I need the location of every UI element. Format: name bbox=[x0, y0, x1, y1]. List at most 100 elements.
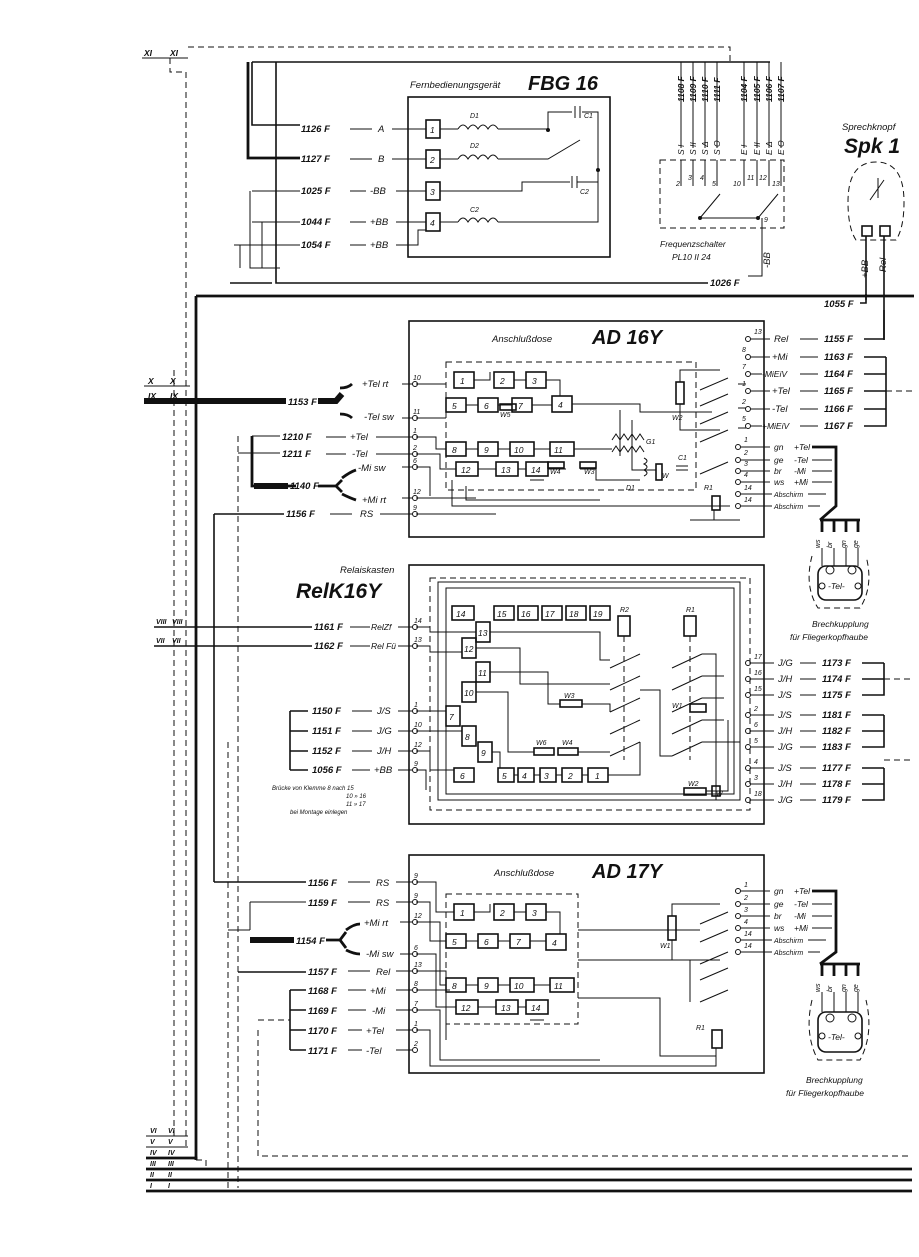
svg-text:14: 14 bbox=[456, 609, 466, 619]
ad16y-left-row: 1210 F +Tel 1 bbox=[282, 428, 418, 443]
svg-text:III: III bbox=[168, 1161, 175, 1168]
svg-text:9: 9 bbox=[413, 505, 417, 512]
svg-text:1: 1 bbox=[595, 771, 600, 781]
svg-text:3: 3 bbox=[532, 376, 537, 386]
svg-text:6: 6 bbox=[413, 458, 417, 465]
svg-text:2: 2 bbox=[413, 1041, 418, 1048]
svg-text:1150 F: 1150 F bbox=[312, 706, 341, 717]
svg-text:-Tel-: -Tel- bbox=[828, 1032, 845, 1042]
bottom-bus: VI VI V V IV IV III III II II I I bbox=[146, 1030, 912, 1193]
svg-text:18: 18 bbox=[569, 609, 579, 619]
svg-text:1171 F: 1171 F bbox=[308, 1046, 337, 1057]
svg-text:1055 F: 1055 F bbox=[824, 299, 854, 310]
svg-text:1183 F: 1183 F bbox=[822, 742, 851, 753]
svg-text:12: 12 bbox=[464, 644, 474, 654]
svg-text:2: 2 bbox=[567, 771, 573, 781]
relk16y-left-row: 1162 F Rel Fü 13 bbox=[314, 637, 422, 652]
relk16y-internals: 14 15 16 17 18 19 13 12 11 10 7 8 9 bbox=[416, 577, 751, 811]
svg-text:14: 14 bbox=[744, 943, 752, 950]
freq-switch-box bbox=[659, 159, 785, 229]
svg-text:ge: ge bbox=[853, 984, 860, 992]
svg-text:J/H: J/H bbox=[777, 674, 792, 685]
svg-text:4: 4 bbox=[744, 919, 748, 926]
roman-label: XI bbox=[143, 48, 153, 58]
svg-text:-Tel-: -Tel- bbox=[828, 581, 845, 591]
svg-text:br: br bbox=[774, 911, 783, 921]
svg-text:II: II bbox=[150, 1172, 155, 1179]
svg-text:5: 5 bbox=[502, 771, 507, 781]
fbg16-box bbox=[407, 96, 611, 258]
svg-text:10: 10 bbox=[413, 375, 421, 382]
ad17y-left-row: 1159 F RS 9 bbox=[308, 893, 418, 909]
relk16y-left-row: 1056 F +BB 9 bbox=[312, 761, 418, 776]
svg-text:S Δ: S Δ bbox=[700, 141, 710, 155]
svg-text:1159 F: 1159 F bbox=[308, 898, 337, 909]
svg-text:ge: ge bbox=[853, 540, 860, 548]
svg-text:14: 14 bbox=[414, 618, 422, 625]
svg-text:W5: W5 bbox=[500, 412, 511, 419]
svg-text:1025 F: 1025 F bbox=[301, 186, 331, 197]
svg-text:1151 F: 1151 F bbox=[312, 726, 341, 737]
svg-text:11: 11 bbox=[478, 668, 487, 678]
svg-text:1106 F: 1106 F bbox=[764, 75, 774, 102]
svg-text:+Mi: +Mi bbox=[794, 477, 809, 487]
svg-text:J/G: J/G bbox=[777, 795, 793, 806]
svg-text:2: 2 bbox=[429, 155, 435, 165]
svg-text:V: V bbox=[168, 1139, 174, 1146]
svg-text:W3: W3 bbox=[564, 693, 575, 700]
svg-text:3: 3 bbox=[754, 775, 758, 782]
svg-text:1156 F: 1156 F bbox=[286, 509, 315, 520]
svg-text:W4: W4 bbox=[550, 469, 561, 476]
svg-text:IV: IV bbox=[150, 1150, 158, 1157]
svg-text:2: 2 bbox=[412, 445, 417, 452]
svg-text:J/S: J/S bbox=[376, 706, 391, 717]
svg-text:gn: gn bbox=[774, 442, 784, 452]
svg-text:6: 6 bbox=[754, 722, 758, 729]
svg-text:9: 9 bbox=[414, 893, 418, 900]
svg-text:9: 9 bbox=[414, 873, 418, 880]
ad17y-caption: Anschlußdose bbox=[493, 868, 554, 879]
svg-text:2: 2 bbox=[743, 450, 748, 457]
svg-text:-Tel: -Tel bbox=[772, 404, 788, 415]
relk16y-title: RelK16Y bbox=[296, 580, 383, 603]
svg-text:6: 6 bbox=[460, 771, 465, 781]
svg-text:12: 12 bbox=[413, 489, 421, 496]
svg-text:1140 F: 1140 F bbox=[290, 481, 319, 492]
svg-text:6: 6 bbox=[414, 945, 418, 952]
svg-text:W: W bbox=[716, 791, 724, 798]
coupling-top: ws br gn ge -Tel- Brechkupplung für Flie… bbox=[790, 518, 870, 642]
svg-text:8: 8 bbox=[465, 732, 470, 742]
svg-text:3: 3 bbox=[532, 908, 537, 918]
svg-text:14: 14 bbox=[744, 931, 752, 938]
svg-text:1: 1 bbox=[430, 125, 435, 135]
svg-text:E II: E II bbox=[752, 142, 762, 155]
relk16y-right-row: 6 J/H 1182 F bbox=[745, 722, 884, 737]
svg-text:-BB: -BB bbox=[370, 186, 387, 197]
ad16y-internals: 1 2 3 4 5 6 7 8 9 10 11 12 13 1 bbox=[416, 361, 746, 521]
svg-text:+Tel: +Tel bbox=[794, 886, 811, 896]
svg-text:11: 11 bbox=[554, 981, 563, 991]
left-bus-lines bbox=[173, 296, 239, 1188]
svg-text:J/S: J/S bbox=[777, 690, 792, 701]
svg-text:5: 5 bbox=[452, 401, 457, 411]
relk16y-block: Relaiskasten RelK16Y VIII VIII VII VII 1… bbox=[154, 564, 912, 825]
ad17y-left-row: 1156 F RS 9 bbox=[308, 873, 418, 889]
svg-text:-Tel: -Tel bbox=[794, 455, 809, 465]
svg-text:5: 5 bbox=[754, 738, 758, 745]
svg-text:+Mi: +Mi bbox=[794, 923, 809, 933]
svg-text:1054 F: 1054 F bbox=[301, 240, 331, 251]
svg-text:10 » 16: 10 » 16 bbox=[346, 794, 367, 800]
svg-text:1157 F: 1157 F bbox=[308, 967, 337, 978]
svg-text:1170 F: 1170 F bbox=[308, 1026, 337, 1037]
relk16y-right-row: 3 J/H 1178 F bbox=[745, 775, 884, 790]
svg-text:E O: E O bbox=[776, 140, 786, 155]
ad16y-right-row: 2 -Tel 1166 F bbox=[741, 399, 886, 415]
svg-text:1163 F: 1163 F bbox=[824, 352, 853, 363]
svg-text:1161 F: 1161 F bbox=[314, 622, 343, 633]
svg-text:+Tel rt: +Tel rt bbox=[362, 379, 389, 390]
svg-text:Rel: Rel bbox=[774, 334, 789, 345]
spk1-block: Sprechknopf Spk 1 +BB Rel 1055 F bbox=[196, 122, 914, 340]
svg-text:7: 7 bbox=[516, 937, 521, 947]
ad16y-cord-rows: 1 gn +Tel 2 ge -Tel 3 br -Mi 4 ws +Mi bbox=[735, 437, 838, 522]
svg-text:1211 F: 1211 F bbox=[282, 449, 311, 460]
